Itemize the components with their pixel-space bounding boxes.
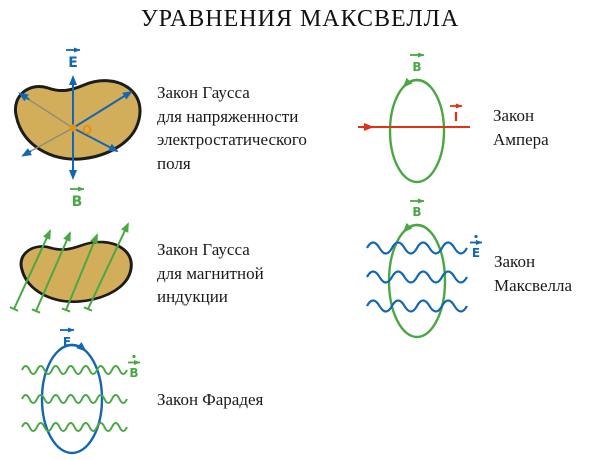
faraday-caption: Закон Фарадея: [157, 388, 263, 412]
e-field-label: E: [68, 55, 78, 71]
loop-direction-arrow-icon: [58, 342, 87, 352]
magnetic-surface-blob: [19, 240, 133, 303]
field-arrow-upper-left-icon: [18, 92, 30, 102]
loop-direction-arrow-icon: [402, 77, 431, 88]
ampere-caption: Закон Ампера: [493, 104, 549, 151]
e-field-label: E: [472, 246, 480, 260]
field-arrow-lower-right-icon: [72, 127, 119, 152]
point-charge-dot: [69, 124, 77, 132]
b-field-label: B: [412, 60, 421, 74]
b-line-tail-tick-4: [83, 306, 93, 312]
e-wave-3: [366, 299, 468, 313]
field-arrow-upper-right-icon: [72, 90, 133, 129]
b-field-label: B: [412, 205, 421, 219]
caption-line: Закон: [493, 106, 535, 125]
ray-lower-left-shaft: [30, 127, 74, 152]
caption-line: поля: [157, 153, 191, 173]
gauss-b-diagram: [9, 222, 133, 314]
caption-line: Закон Фарадея: [157, 390, 264, 409]
caption-line: электростатического: [157, 130, 307, 149]
caption-line: Закон: [494, 252, 536, 271]
b-line-tail-tick-2: [31, 308, 41, 314]
caption-line: Закон Гаусса: [157, 240, 250, 259]
b-field-label: B: [129, 366, 138, 380]
b-field-label: B: [72, 194, 83, 210]
charge-label: Q: [82, 123, 92, 137]
b-line-arrow-2-icon: [35, 231, 71, 312]
b-line-tail-tick-3: [61, 307, 71, 313]
b-line-arrow-1-icon: [13, 229, 51, 310]
e-field-label: E: [63, 335, 71, 349]
gauss-e-caption: Закон Гаусса для напряженности электрост…: [157, 81, 307, 175]
gauss-b-caption: Закон Гаусса для магнитной индукции: [157, 238, 264, 309]
loop-direction-arrow-icon: [402, 222, 431, 233]
caption-line: для магнитной: [157, 263, 264, 283]
ray-upper-left-shaft: [27, 98, 74, 129]
b-field-loop: [388, 78, 446, 184]
b-line-arrow-3-icon: [65, 233, 98, 311]
caption-line: для напряженности: [157, 106, 299, 126]
caption-line: Ампера: [493, 129, 549, 149]
page-title: УРАВНЕНИЯ МАКСВЕЛЛА: [140, 6, 460, 32]
maxwell-law-caption: Закон Максвелла: [494, 250, 572, 297]
maxwell-law-diagram: B E: [366, 198, 483, 339]
charged-surface-blob: [13, 79, 142, 161]
b-line-tail-tick-1: [9, 306, 19, 312]
current-label: I: [454, 110, 458, 124]
gauss-e-diagram: E Q B: [13, 47, 142, 210]
faraday-diagram: E B: [21, 327, 141, 455]
caption-line: Максвелла: [494, 275, 573, 295]
e-wave-1: [366, 241, 468, 255]
b-wave-3: [21, 422, 128, 432]
caption-line: индукции: [157, 287, 228, 306]
e-wave-2: [366, 270, 468, 284]
caption-line: Закон Гаусса: [157, 83, 250, 102]
b-wave-2: [21, 394, 128, 404]
b-dot-derivative-icon: [132, 354, 136, 359]
b-line-arrow-4-icon: [87, 222, 129, 310]
e-dot-derivative-icon: [474, 234, 478, 239]
b-wave-1: [21, 365, 128, 375]
field-arrow-lower-left-icon: [21, 148, 32, 157]
ampere-diagram: B I: [358, 52, 470, 184]
